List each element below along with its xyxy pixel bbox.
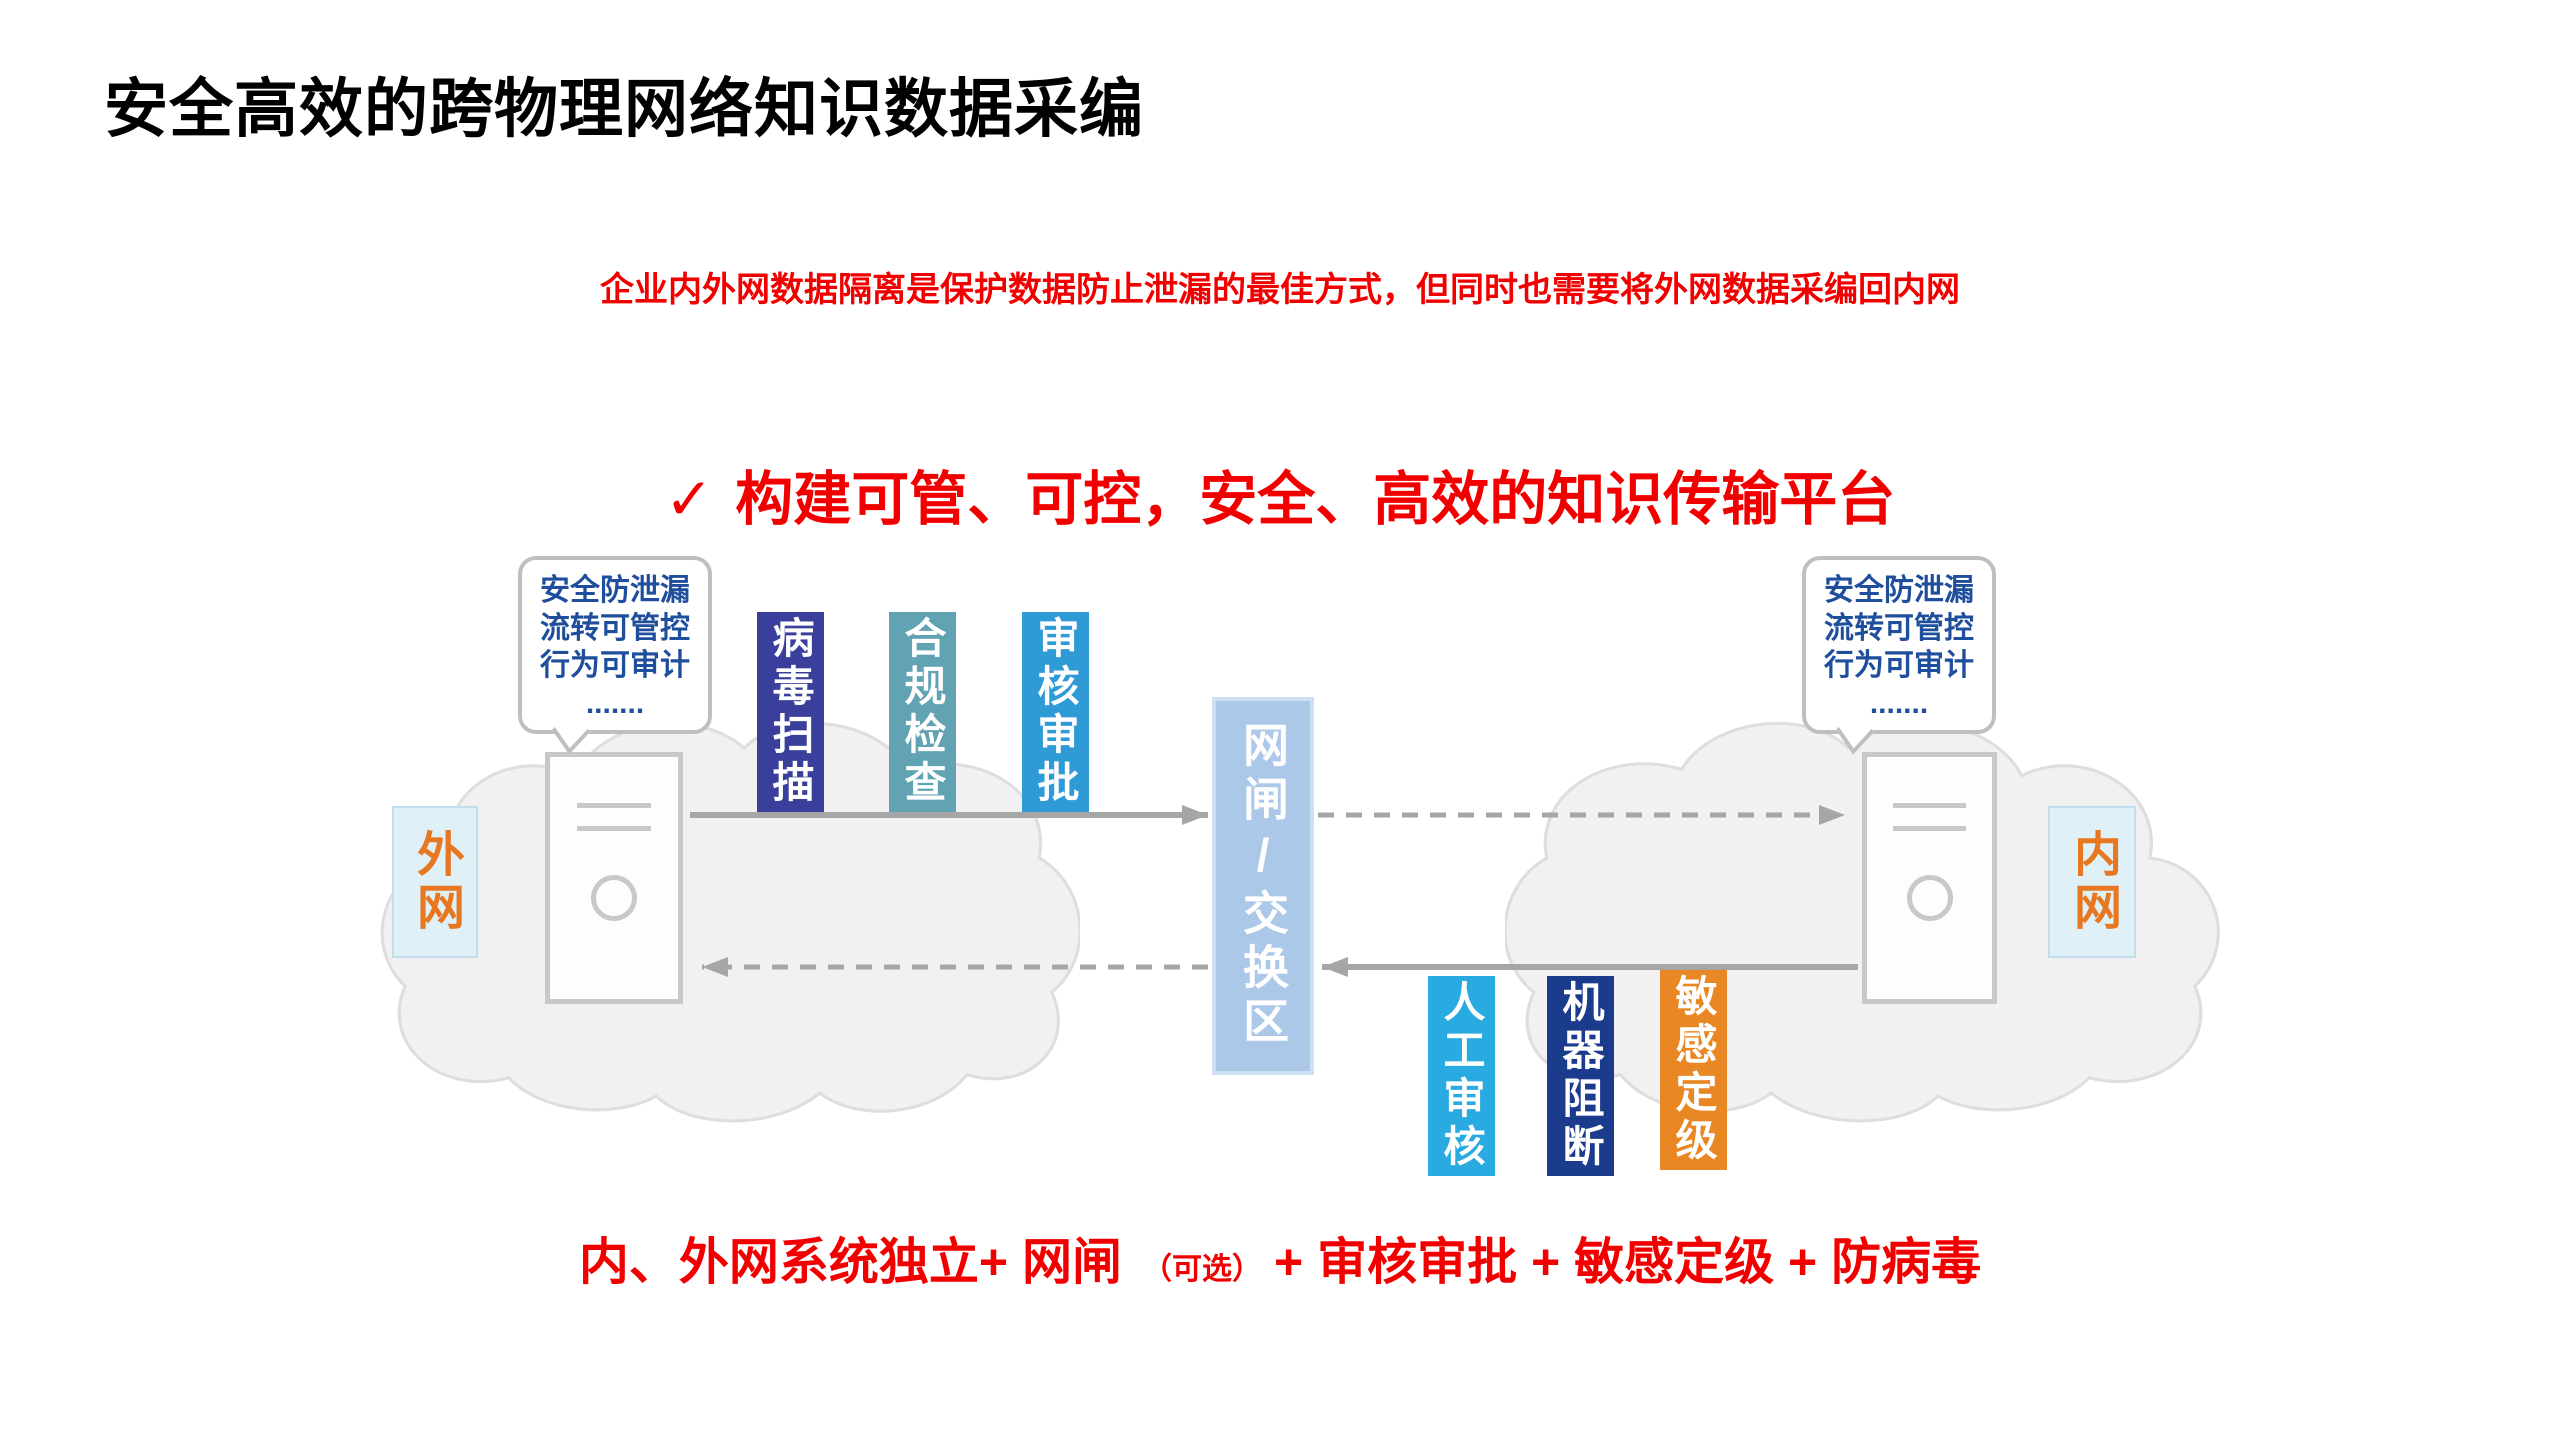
footer-summary: 内、外网系统独立+ 网闸 （可选） + 审核审批 + 敏感定级 + 防病毒: [0, 1222, 2560, 1294]
subtitle-text: 企业内外网数据隔离是保护数据防止泄漏的最佳方式，但同时也需要将外网数据采编回内网: [600, 271, 1960, 309]
control-label: 机器阻断: [1557, 980, 1604, 1172]
check-icon: ✓: [664, 467, 714, 532]
bubble-line: 安全防泄漏: [1824, 574, 1974, 607]
page-title: 安全高效的跨物理网络知识数据采编: [104, 73, 1144, 145]
control-compliance-check: 合规检查: [889, 612, 956, 812]
control-virus-scan: 病毒扫描: [757, 612, 824, 812]
footer-optional: （可选）: [1142, 1253, 1263, 1286]
control-label: 敏感定级: [1670, 974, 1717, 1166]
server-vent: [576, 826, 652, 831]
control-label: 病毒扫描: [767, 616, 814, 808]
intranet-policy-bubble: 安全防泄漏 流转可管控 行为可审计 .......: [1802, 556, 1996, 755]
bubble-line: 安全防泄漏: [540, 574, 690, 607]
footer-part1: 内、外网系统独立+ 网闸: [578, 1234, 1123, 1290]
extranet-policy-bubble: 安全防泄漏 流转可管控 行为可审计 .......: [518, 556, 712, 755]
bubble-line: 行为可审计: [1824, 649, 1974, 682]
server-vent: [1893, 826, 1966, 831]
extranet-label: 外网: [392, 806, 478, 958]
control-manual-review: 人工审核: [1428, 976, 1495, 1176]
control-label: 审核审批: [1032, 616, 1079, 808]
gateway-exchange-zone: 网闸/交换区: [1212, 697, 1314, 1075]
bubble-line: 行为可审计: [540, 649, 690, 682]
control-review-approval: 审核审批: [1022, 612, 1089, 812]
bubble-line: .......: [585, 686, 645, 720]
intranet-label-text: 内网: [2066, 829, 2119, 935]
extranet-label-text: 外网: [409, 829, 462, 935]
bubble-line: 流转可管控: [540, 611, 690, 645]
power-button-icon: [1906, 875, 1953, 921]
gateway-label: 网闸/交换区: [1237, 721, 1289, 1051]
bubble-line: 流转可管控: [1824, 611, 1974, 645]
server-vent: [1893, 803, 1966, 808]
control-label: 人工审核: [1438, 980, 1485, 1172]
power-button-icon: [591, 875, 637, 921]
bubble-line: .......: [1869, 686, 1929, 720]
control-sensitivity-grading: 敏感定级: [1660, 970, 1727, 1170]
headline: ✓ 构建可管、可控，安全、高效的知识传输平台: [0, 452, 2560, 536]
extranet-server-icon: [545, 752, 683, 1004]
control-label: 合规检查: [899, 616, 946, 808]
server-vent: [576, 803, 652, 808]
intranet-label: 内网: [2048, 806, 2136, 958]
footer-part2: + 审核审批 + 敏感定级 + 防病毒: [1274, 1234, 1982, 1290]
control-machine-block: 机器阻断: [1547, 976, 1614, 1176]
intranet-server-icon: [1862, 752, 1997, 1004]
headline-text: 构建可管、可控，安全、高效的知识传输平台: [735, 467, 1896, 532]
